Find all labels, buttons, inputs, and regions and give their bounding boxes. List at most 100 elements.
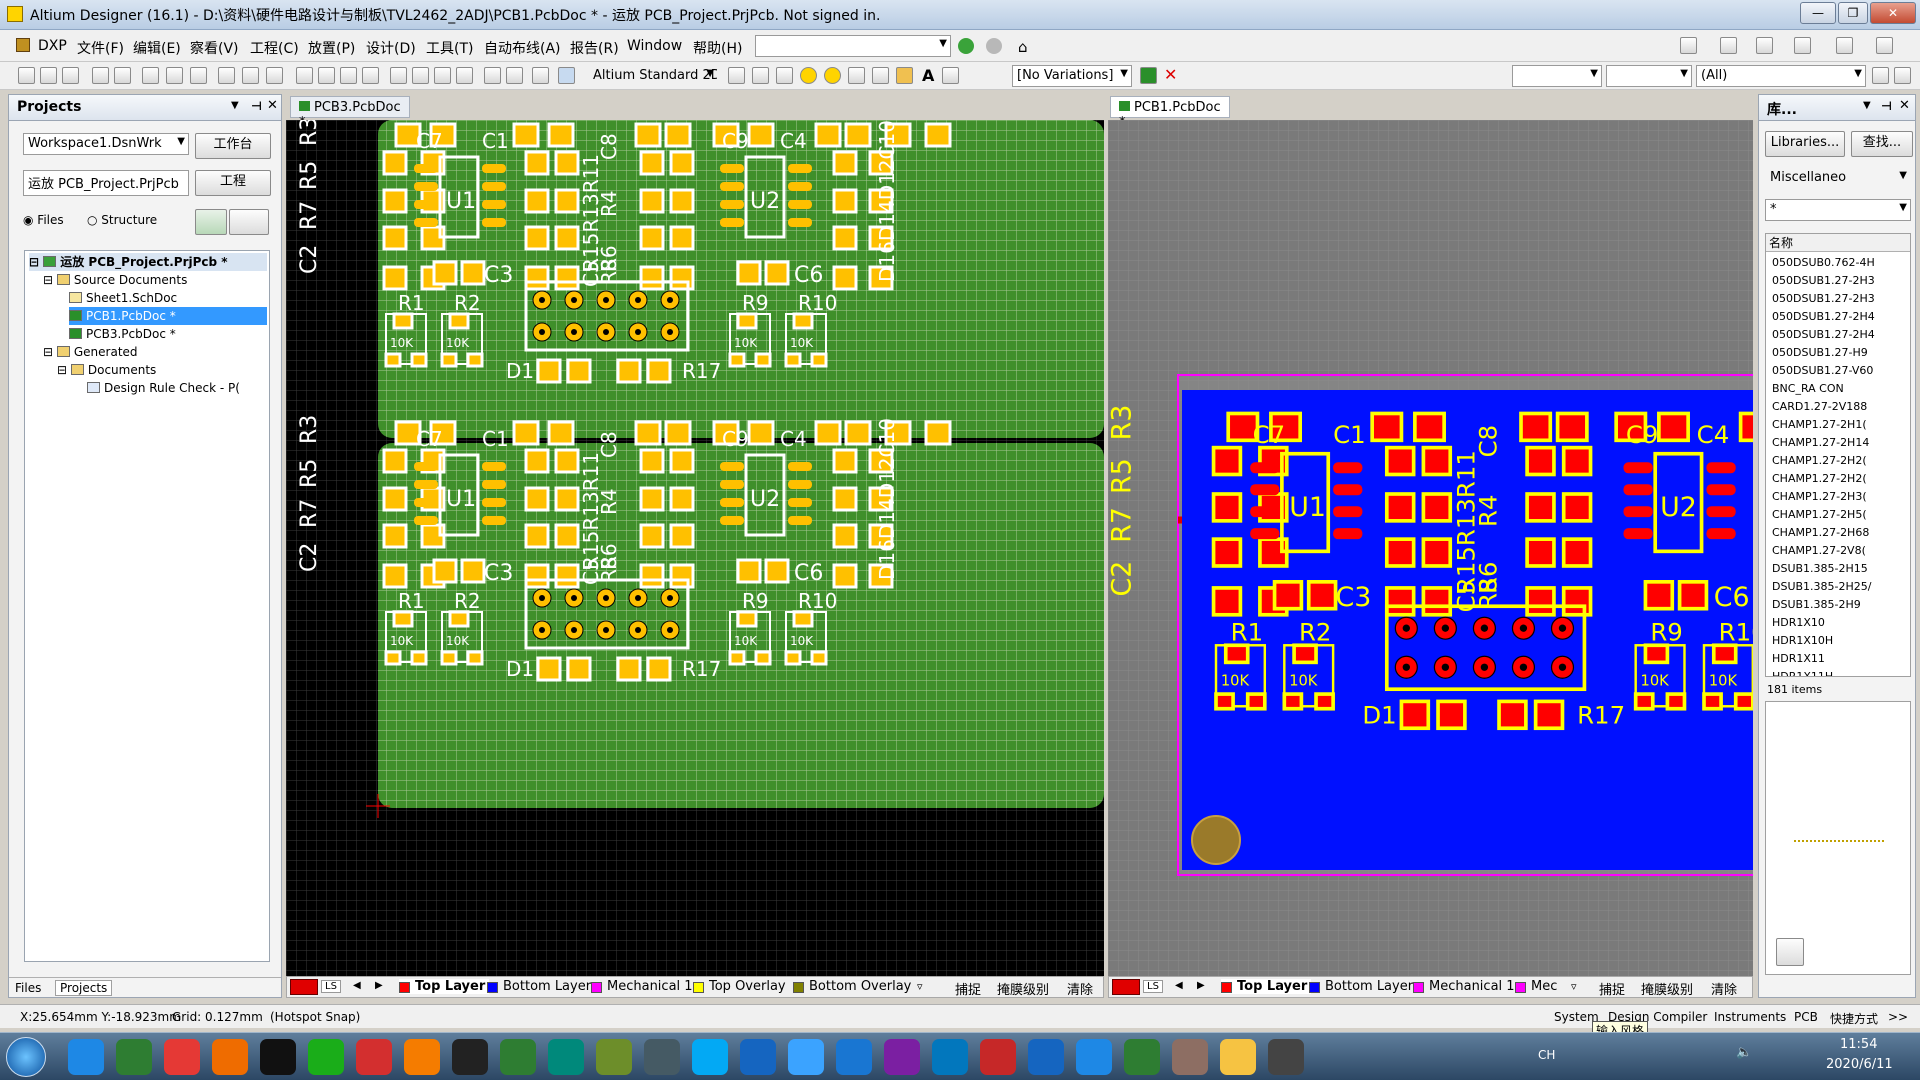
layer-filter-icon[interactable]: ▿ [917,980,923,993]
menu-reports[interactable]: 报告(R) [570,41,619,57]
menu-dxp[interactable]: DXP [38,38,67,54]
status-more[interactable]: >> [1888,1010,1909,1024]
layer-tab-bottom[interactable]: Bottom Layer [487,979,591,994]
taskbar-app-icon[interactable] [1172,1039,1208,1075]
home-icon[interactable]: ⌂ [1018,38,1028,56]
library-component-item[interactable]: HDR1X11H [1772,670,1834,677]
pick-icon[interactable] [1776,938,1804,966]
paste-icon[interactable] [340,67,357,84]
library-component-item[interactable]: CHAMP1.27-2H1( [1772,418,1867,431]
volume-icon[interactable]: 🔈 [1736,1045,1753,1060]
radio-files[interactable]: ◉ Files [23,213,64,227]
panel-menu-icon[interactable]: ▼ [1863,100,1871,111]
start-orb-icon[interactable] [6,1037,46,1077]
library-component-item[interactable]: HDR1X10H [1772,634,1834,647]
maximize-button[interactable]: ❐ [1838,2,1868,24]
mask-level-button[interactable]: 掩膜级别 [1641,983,1694,998]
menu-help[interactable]: 帮助(H) [693,41,743,57]
pad-icon[interactable] [800,67,817,84]
library-component-item[interactable]: CHAMP1.27-2V8( [1772,544,1866,557]
menu-tool-icon[interactable] [1756,37,1773,54]
current-layer-swatch[interactable] [290,979,318,995]
column-header-name[interactable]: 名称 [1766,234,1910,252]
layer-tab-top[interactable]: Top Layer [399,979,490,994]
libraries-button[interactable]: Libraries... [1765,131,1845,157]
layer-tab-top-overlay[interactable]: Top Overlay [693,979,786,994]
library-component-item[interactable]: 050DSUB0.762-4H [1772,256,1875,269]
scroll-left-icon[interactable]: ◀ [1175,980,1183,991]
pencil-icon[interactable] [532,67,549,84]
menu-tool-icon[interactable] [1876,37,1893,54]
polygon-icon[interactable] [896,67,913,84]
snap-icon[interactable] [558,67,575,84]
close-icon[interactable]: ✕ [1899,98,1910,113]
taskbar-app-icon[interactable] [932,1039,968,1075]
taskbar-app-icon[interactable] [356,1039,392,1075]
cut-icon[interactable] [296,67,313,84]
variations-combo[interactable]: [No Variations]▼ [1012,65,1132,87]
undo-icon[interactable] [484,67,501,84]
rubber-stamp-icon[interactable] [362,67,379,84]
print-preview-icon[interactable] [114,67,131,84]
current-layer-swatch[interactable] [1112,979,1140,995]
route-icon[interactable] [728,67,745,84]
library-component-item[interactable]: 050DSUB1.27-2H3 [1772,292,1875,305]
taskbar-app-icon[interactable] [1076,1039,1112,1075]
library-component-item[interactable]: 050DSUB1.27-2H3 [1772,274,1875,287]
taskbar-app-icon[interactable] [68,1039,104,1075]
taskbar-app-icon[interactable] [404,1039,440,1075]
taskbar-app-icon[interactable] [692,1039,728,1075]
save-icon[interactable] [62,67,79,84]
layer-tab-bottom-overlay[interactable]: Bottom Overlay [793,979,911,994]
library-component-item[interactable]: CHAMP1.27-2H14 [1772,436,1870,449]
via-icon[interactable] [824,67,841,84]
library-component-item[interactable]: CHAMP1.27-2H68 [1772,526,1870,539]
clock-time[interactable]: 11:54 [1840,1037,1878,1052]
snap-button[interactable]: 捕捉 [1599,983,1626,998]
pin-icon[interactable]: ⊣ [251,99,262,113]
close-icon[interactable]: ✕ [267,98,278,113]
menu-tool-icon[interactable] [1680,37,1697,54]
library-component-item[interactable]: 050DSUB1.27-2H4 [1772,328,1875,341]
taskbar-app-icon[interactable] [980,1039,1016,1075]
tree-item[interactable]: Sheet1.SchDoc [69,289,177,307]
status-pcb[interactable]: PCB [1794,1010,1818,1024]
cross-icon[interactable] [434,67,451,84]
board-icon[interactable] [166,67,183,84]
taskbar-app-icon[interactable] [644,1039,680,1075]
library-component-item[interactable]: CHAMP1.27-2H2( [1772,472,1867,485]
taskbar-app-icon[interactable] [452,1039,488,1075]
taskbar-app-icon[interactable] [212,1039,248,1075]
new-icon[interactable] [18,67,35,84]
layer-tab-top[interactable]: Top Layer [1221,979,1312,994]
zoom-fit-icon[interactable] [242,67,259,84]
menu-tool-icon[interactable] [1794,37,1811,54]
taskbar-app-icon[interactable] [260,1039,296,1075]
zoom-area-icon[interactable] [218,67,235,84]
compile-icon[interactable] [195,209,227,235]
workspace-button[interactable]: 工作台 [195,133,271,159]
export-icon[interactable] [229,209,269,235]
library-component-item[interactable]: CHAMP1.27-2H5( [1772,508,1867,521]
taskbar-app-icon[interactable] [788,1039,824,1075]
taskbar-app-icon[interactable] [884,1039,920,1075]
menu-view[interactable]: 察看(V) [190,41,239,57]
menu-autoroute[interactable]: 自动布线(A) [484,41,561,57]
library-component-item[interactable]: DSUB1.385-2H25/ [1772,580,1872,593]
deselect-icon[interactable] [456,67,473,84]
snap-button[interactable]: 捕捉 [955,983,982,998]
taskbar-app-icon[interactable] [1220,1039,1256,1075]
wire-icon[interactable] [776,67,793,84]
print-icon[interactable] [92,67,109,84]
board-3d-icon[interactable] [1140,67,1157,84]
library-component-item[interactable]: CHAMP1.27-2H3( [1772,490,1867,503]
library-component-item[interactable]: 050DSUB1.27-H9 [1772,346,1868,359]
layer-tab-bottom[interactable]: Bottom Layer [1309,979,1413,994]
scroll-right-icon[interactable]: ▶ [375,980,383,991]
taskbar-app-icon[interactable] [1124,1039,1160,1075]
redo-icon[interactable] [506,67,523,84]
taskbar-app-icon[interactable] [596,1039,632,1075]
mask-level-button[interactable]: 掩膜级别 [997,983,1050,998]
taskbar-app-icon[interactable] [1268,1039,1304,1075]
